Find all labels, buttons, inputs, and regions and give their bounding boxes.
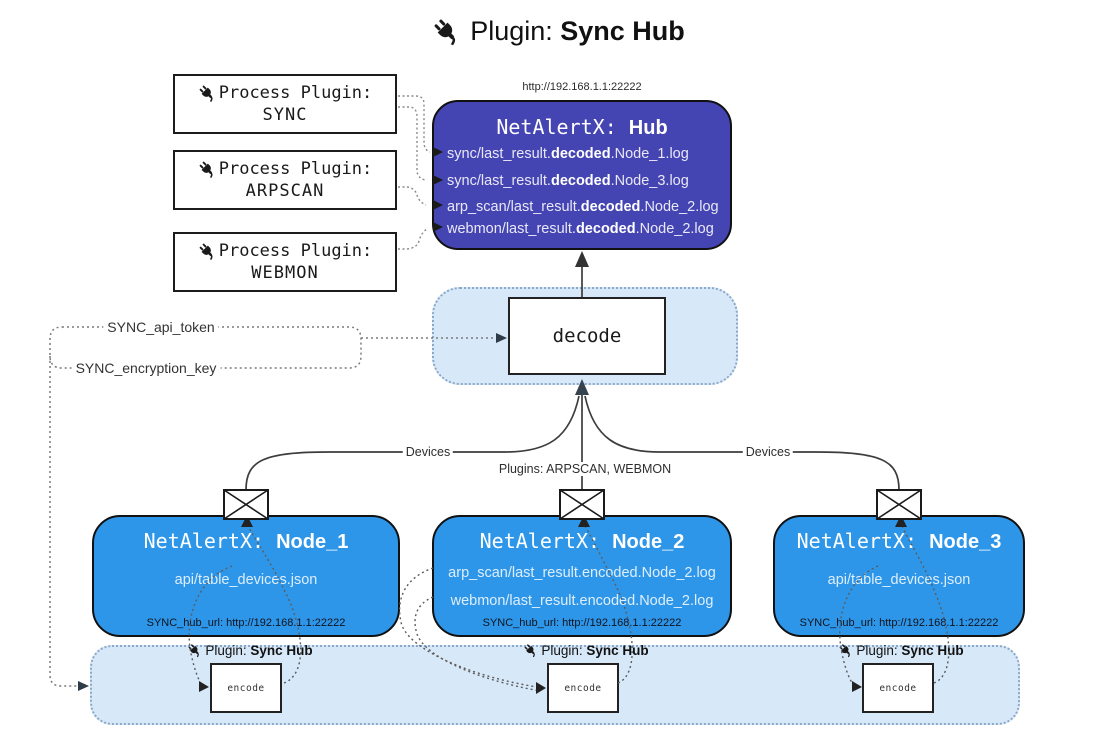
process-plugin-name: ARPSCAN bbox=[245, 181, 325, 201]
node3-box: NetAlertX: Node_3 api/table_devices.json… bbox=[773, 515, 1025, 637]
node3-hub-url: SYNC_hub_url: http://192.168.1.1:22222 bbox=[799, 617, 999, 629]
node1-title: NetAlertX: Node_1 bbox=[143, 529, 349, 553]
band-plugin-label-3: Plugin: Sync Hub bbox=[838, 643, 964, 658]
edge-webmon-to-hub bbox=[398, 228, 428, 250]
node2-file: webmon/last_result.encoded.Node_2.log bbox=[450, 593, 714, 609]
plug-icon bbox=[187, 643, 203, 658]
plug-icon bbox=[523, 643, 539, 658]
encode-box-3: encode bbox=[862, 663, 934, 713]
edge-sync-to-hub1 bbox=[398, 95, 431, 153]
node1-file: api/table_devices.json bbox=[174, 572, 318, 588]
edge-arpscan-to-hub bbox=[398, 186, 427, 206]
process-plugin-sync-box: Process Plugin: SYNC bbox=[173, 74, 397, 134]
process-plugin-name: SYNC bbox=[262, 105, 308, 125]
decode-box: decode bbox=[508, 297, 666, 375]
page-title: Plugin: Sync Hub bbox=[0, 16, 1117, 47]
sync-encryption-key-label: SYNC_encryption_key bbox=[71, 360, 221, 376]
edge-key-to-band bbox=[49, 356, 78, 687]
plug-icon bbox=[432, 16, 463, 47]
process-plugin-arpscan-box: Process Plugin: ARPSCAN bbox=[173, 150, 397, 210]
hub-log-line: arp_scan/last_result.decoded.Node_2.log bbox=[447, 199, 719, 215]
node3-title: NetAlertX: Node_3 bbox=[796, 529, 1002, 553]
hub-url-label: http://192.168.1.1:22222 bbox=[522, 81, 642, 93]
node1-box: NetAlertX: Node_1 api/table_devices.json… bbox=[92, 515, 400, 637]
process-plugin-label: Process Plugin: bbox=[218, 159, 373, 179]
process-plugin-label: Process Plugin: bbox=[218, 83, 373, 103]
encode-box-1: encode bbox=[210, 663, 282, 713]
hub-title: NetAlertX: Hub bbox=[496, 115, 668, 139]
band-plugin-label-1: Plugin: Sync Hub bbox=[187, 643, 313, 658]
plug-icon bbox=[197, 159, 217, 179]
plug-icon bbox=[197, 83, 217, 103]
plug-icon bbox=[838, 643, 854, 658]
edge-label-devices-right: Devices bbox=[742, 445, 794, 459]
page-title-text: Plugin: Sync Hub bbox=[470, 16, 685, 46]
edge-sync-to-hub2 bbox=[398, 106, 426, 181]
edge-label-plugins: Plugins: ARPSCAN, WEBMON bbox=[495, 462, 675, 476]
encode-box-2: encode bbox=[547, 663, 619, 713]
process-plugin-name: WEBMON bbox=[251, 263, 319, 283]
node2-hub-url: SYNC_hub_url: http://192.168.1.1:22222 bbox=[482, 617, 682, 629]
hub-log-line: sync/last_result.decoded.Node_1.log bbox=[447, 146, 689, 162]
node2-title: NetAlertX: Node_2 bbox=[479, 529, 685, 553]
node2-file: arp_scan/last_result.encoded.Node_2.log bbox=[448, 565, 716, 581]
band-plugin-label-2: Plugin: Sync Hub bbox=[523, 643, 649, 658]
plug-icon bbox=[197, 241, 217, 261]
arrowhead bbox=[78, 681, 89, 691]
hub-log-line: sync/last_result.decoded.Node_3.log bbox=[447, 173, 689, 189]
arrowhead bbox=[575, 251, 589, 267]
process-plugin-label: Process Plugin: bbox=[218, 241, 373, 261]
hub-box: NetAlertX: Hub sync/last_result.decoded.… bbox=[432, 100, 732, 250]
process-plugin-webmon-box: Process Plugin: WEBMON bbox=[173, 232, 397, 292]
node1-hub-url: SYNC_hub_url: http://192.168.1.1:22222 bbox=[146, 617, 346, 629]
sync-api-token-label: SYNC_api_token bbox=[103, 319, 219, 335]
node2-box: NetAlertX: Node_2 arp_scan/last_result.e… bbox=[432, 515, 732, 637]
edge-label-devices-left: Devices bbox=[402, 445, 454, 459]
hub-log-line: webmon/last_result.decoded.Node_2.log bbox=[447, 221, 714, 237]
page-title-name: Sync Hub bbox=[560, 16, 685, 46]
node3-file: api/table_devices.json bbox=[827, 572, 971, 588]
